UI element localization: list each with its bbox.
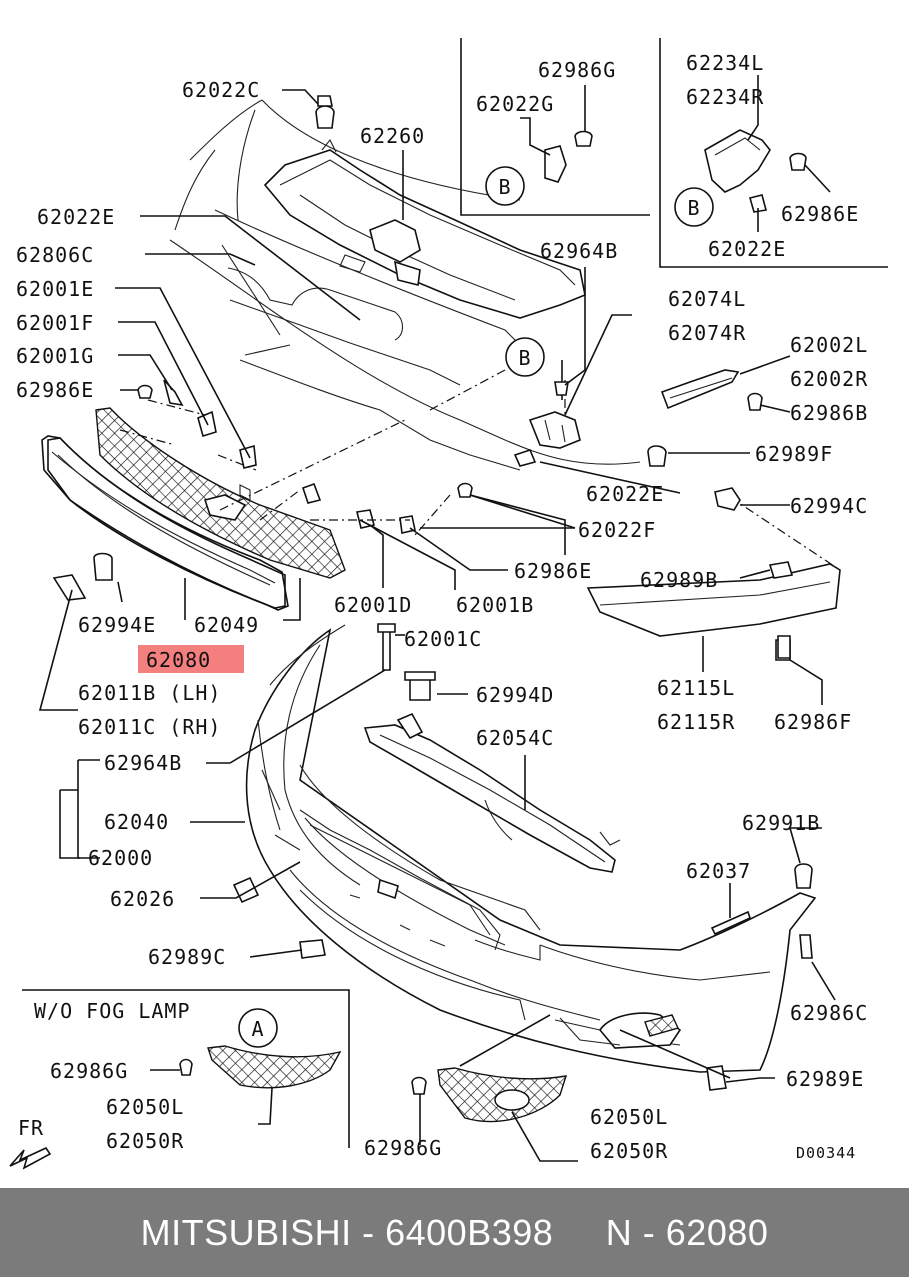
footer-part-number: 6400B398 (385, 1211, 554, 1253)
label-62234l: 62234L (686, 51, 764, 75)
label-62964b-b: 62964B (104, 751, 182, 775)
label-62001b: 62001B (456, 593, 534, 617)
side-bracket-62074 (528, 360, 581, 449)
label-62001d: 62001D (334, 593, 412, 617)
label-62000: 62000 (88, 846, 153, 870)
label-62986f: 62986F (774, 710, 852, 734)
label-62986e-a: 62986E (16, 378, 94, 402)
lamp-trim-62002 (660, 369, 740, 410)
label-62074r: 62074R (668, 321, 746, 345)
inset-box-fog-lamp (22, 989, 350, 1148)
label-62026: 62026 (110, 887, 175, 911)
label-62074l: 62074L (668, 287, 746, 311)
fr-arrow (9, 1146, 52, 1170)
circle-a-label: A (251, 1017, 264, 1041)
label-62986e-c: 62986E (514, 559, 592, 583)
label-62986c: 62986C (790, 1001, 868, 1025)
label-62011b: 62011B (LH) (78, 681, 221, 705)
label-62986e-b: 62986E (781, 202, 859, 226)
ref-circle-b2: B (674, 187, 714, 227)
label-62260: 62260 (360, 124, 425, 148)
label-62037: 62037 (686, 859, 751, 883)
label-62991b: 62991B (742, 811, 820, 835)
footer-brand: MITSUBISHI (140, 1211, 352, 1253)
label-62022e-c: 62022E (586, 482, 664, 506)
label-62994e: 62994E (78, 613, 156, 637)
label-62050l-a: 62050L (106, 1095, 184, 1119)
inset-part-62022g (544, 130, 593, 183)
label-62989f: 62989F (755, 442, 833, 466)
label-62022c: 62022C (182, 78, 260, 102)
parts-diagram: B B B A 62022C 62260 62022E 62806C 62001… (9, 38, 888, 1170)
label-62115r: 62115R (657, 710, 735, 734)
inset-box-62234 (659, 38, 888, 268)
drawing-code: D00344 (796, 1144, 856, 1162)
label-62022e-a: 62022E (37, 205, 115, 229)
label-62002r: 62002R (790, 367, 868, 391)
label-62989b: 62989B (640, 568, 718, 592)
fog-cover-62050-wo-fog (179, 1045, 342, 1089)
label-62054c: 62054C (476, 726, 554, 750)
label-62986g-b: 62986G (50, 1059, 128, 1083)
label-62989c: 62989C (148, 945, 226, 969)
label-62022f: 62022F (578, 518, 656, 542)
footer-bar: MITSUBISHI - 6400B398 N - 62080 (0, 1188, 909, 1277)
footer-sep-1: - (351, 1211, 386, 1253)
label-62001f: 62001F (16, 311, 94, 335)
label-62115l: 62115L (657, 676, 735, 700)
label-62234r: 62234R (686, 85, 764, 109)
label-62050r-b: 62050R (590, 1139, 668, 1163)
label-62002l: 62002L (790, 333, 868, 357)
bumper-lip-62115 (586, 563, 841, 637)
leader-lines (38, 75, 836, 1162)
upper-bracket-62260 (263, 138, 586, 319)
upper-body-panel (169, 99, 641, 471)
label-62001c: 62001C (404, 627, 482, 651)
ref-circle-b1: B (485, 166, 525, 206)
label-62040: 62040 (104, 810, 169, 834)
bumper-cover-62040 (245, 624, 817, 1073)
circle-b1-label: B (498, 175, 511, 199)
bumper-bracket-62054c (363, 712, 621, 873)
label-62050l-b: 62050L (590, 1105, 668, 1129)
label-62986b: 62986B (790, 401, 868, 425)
label-62994d: 62994D (476, 683, 554, 707)
label-62050r-a: 62050R (106, 1129, 184, 1153)
label-62022e-b: 62022E (708, 237, 786, 261)
ref-circle-a: A (238, 1008, 278, 1048)
footer-ref: N - 62080 (605, 1211, 769, 1253)
label-62049: 62049 (194, 613, 259, 637)
label-62806c: 62806C (16, 243, 94, 267)
label-62986g-a: 62986G (538, 58, 616, 82)
label-62080: 62080 (146, 648, 211, 672)
highlight-62080 (138, 645, 244, 673)
label-62986g-c: 62986G (364, 1136, 442, 1160)
label-62011c: 62011C (RH) (78, 715, 221, 739)
label-62001g: 62001G (16, 344, 94, 368)
fog-lamp-title: W/O FOG LAMP (34, 999, 191, 1023)
label-62001e: 62001E (16, 277, 94, 301)
footer-spacer (553, 1212, 606, 1254)
inset-part-62234 (704, 129, 807, 213)
upper-clip-62022c (315, 95, 335, 129)
circle-b2-label: B (687, 196, 700, 220)
label-62964b-a: 62964B (540, 239, 618, 263)
label-62022g: 62022G (476, 92, 554, 116)
label-62989e: 62989E (786, 1067, 864, 1091)
fog-cover-62050-main (411, 1067, 568, 1123)
ref-circle-b3: B (505, 337, 545, 377)
fr-label: FR (18, 1116, 44, 1140)
circle-b3-label: B (518, 346, 531, 370)
grille-bezel-62080 (41, 435, 289, 611)
label-62994c: 62994C (790, 494, 868, 518)
inset-box-62022g (460, 38, 650, 216)
upper-grille-opening (299, 809, 501, 951)
